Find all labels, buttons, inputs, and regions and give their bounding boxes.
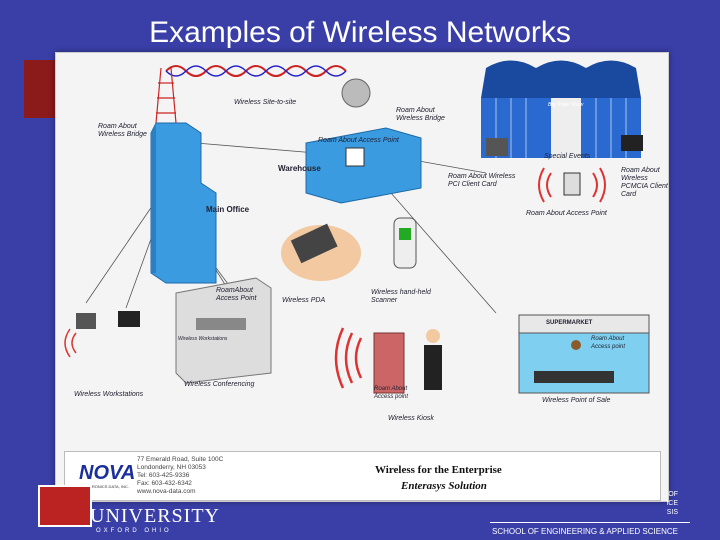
label-wireless-kiosk: Wireless Kiosk [388, 415, 434, 422]
university-city: OXFORD OHIO [96, 528, 172, 534]
label-tent-sign: Big Trade Show [548, 102, 584, 108]
label-workstations-sign: Wireless Workstations [178, 336, 228, 342]
warehouse-building [305, 127, 422, 204]
enterprise-subheading: Enterasys Solution [401, 480, 487, 492]
label-wireless-conferencing: Wireless Conferencing [184, 381, 255, 388]
conference-room [175, 277, 272, 384]
school-name: SCHOOL OF ENGINEERING & APPLIED SCIENCE [492, 527, 678, 536]
slide-title: Examples of Wireless Networks [149, 16, 571, 49]
main-office-building [150, 122, 217, 284]
laptop-client [621, 135, 643, 151]
label-access-point: Roam About Access Point [318, 137, 399, 144]
network-diagram [64, 60, 650, 394]
label-supermarket: SUPERMARKET [546, 320, 593, 326]
pc-client [486, 138, 508, 156]
site-to-site-wave [165, 65, 347, 77]
vendor-address: 77 Emerald Road, Suite 100C Londonderry,… [137, 456, 224, 495]
school-divider [490, 522, 690, 523]
university-logo [38, 485, 92, 527]
vendor-footer: NOVA ELECTRONICS DATA, INC. 77 Emerald R… [64, 451, 661, 501]
pda-hand [281, 223, 361, 281]
access-point [563, 172, 581, 196]
school-partial-text: OF ICE SIS [666, 491, 678, 516]
university-name: UNIVERSITY [90, 505, 220, 527]
label-access-point-right: Roam About Access Point [526, 210, 607, 217]
scanner-hand [393, 217, 417, 269]
enterprise-heading: Wireless for the Enterprise [375, 464, 502, 476]
label-wireless-pda: Wireless PDA [282, 297, 326, 304]
label-special-events: Special Events [544, 153, 591, 160]
label-point-of-sale: Wireless Point of Sale [542, 397, 611, 404]
label-wireless-workstations: Wireless Workstations [74, 391, 144, 398]
signal-waves [538, 167, 606, 203]
label-warehouse: Warehouse [278, 164, 321, 173]
nova-logo-sub: ELECTRONICS DATA, INC. [79, 484, 129, 489]
workstation-pc [76, 313, 96, 329]
label-site-to-site: Wireless Site-to-site [234, 99, 297, 106]
workstation-laptop [118, 311, 140, 327]
satellite-dish [341, 78, 371, 108]
label-main-office: Main Office [206, 205, 250, 214]
supermarket-store [518, 314, 650, 394]
nova-logo: NOVA [79, 462, 136, 484]
kiosk [334, 327, 442, 394]
radio-tower [155, 67, 177, 124]
